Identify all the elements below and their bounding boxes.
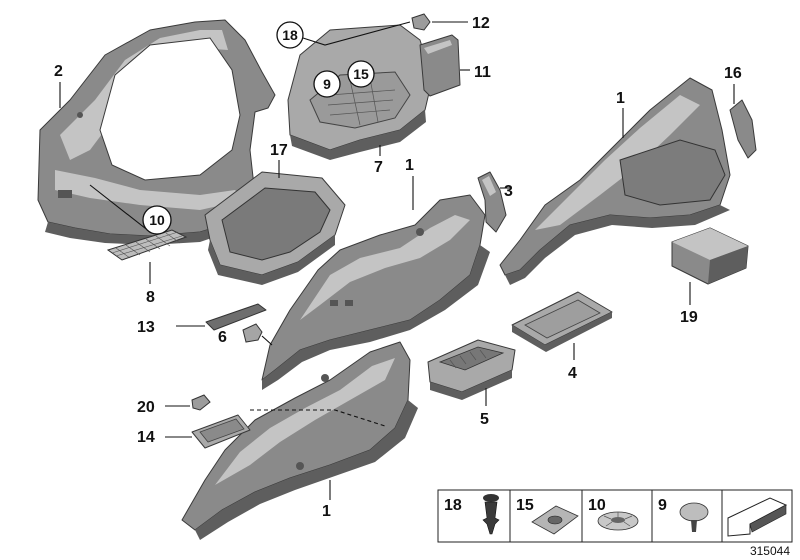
leader-14-dashed: [250, 409, 386, 427]
callout-11: 11: [474, 64, 491, 81]
part-19-block: [671, 227, 749, 285]
cap-clip-icon: [679, 502, 709, 532]
callout-16: 16: [724, 65, 742, 82]
callout-10: 10: [149, 212, 165, 228]
part-5-small-box: [427, 339, 516, 400]
callout-circle-9: [313, 70, 341, 98]
part-7-storage-tray: [287, 24, 433, 160]
callout-20: 20: [137, 399, 155, 416]
callout-1-top: 1: [616, 90, 625, 107]
part-20-small-clip: [191, 394, 211, 411]
diagram-reference-number: 315044: [750, 544, 790, 558]
part-12-clip: [411, 13, 431, 31]
callout-circle-10: [142, 205, 172, 235]
part-1-bottom-trim: [181, 341, 418, 540]
callout-15: 15: [353, 66, 369, 82]
callout-circle-15: [347, 60, 375, 88]
direction-arrow-icon: [727, 497, 788, 537]
part-14-cover-plate: [191, 414, 251, 449]
part-11-pad: [419, 34, 461, 97]
callout-9: 9: [323, 76, 331, 92]
callout-14: 14: [137, 429, 155, 446]
part-1-right-trim: [499, 77, 731, 285]
legend-label-9: 9: [658, 497, 667, 514]
nut-plate-icon: [531, 505, 579, 535]
spring-washer-icon: [597, 511, 639, 531]
part-2-side-trim-panel: [37, 19, 276, 245]
callout-7: 7: [374, 159, 383, 176]
part-3-bracket: [477, 171, 507, 233]
leader-18: [302, 21, 411, 46]
callout-19: 19: [680, 309, 698, 326]
part-17-storage-tub: [204, 171, 346, 285]
callout-circle-18: [276, 21, 304, 49]
callout-6: 6: [218, 329, 227, 346]
part-6-small-clip: [242, 323, 263, 343]
part-8-mesh-grille: [106, 229, 188, 261]
fastener-legend: 18 15 10 9: [437, 489, 793, 543]
callout-4: 4: [568, 365, 577, 382]
callout-13: 13: [137, 319, 155, 336]
legend-label-10: 10: [588, 497, 606, 514]
callout-2: 2: [54, 63, 63, 80]
callout-1-bottom: 1: [322, 503, 331, 520]
part-4-floor-tray: [511, 291, 613, 352]
part-1-center-trim: [261, 194, 490, 390]
leader-6: [261, 335, 273, 346]
part-13-strip: [205, 303, 267, 331]
push-rivet-icon: [482, 494, 500, 535]
callout-3: 3: [504, 183, 513, 200]
callout-5: 5: [480, 411, 489, 428]
callout-17: 17: [270, 142, 288, 159]
part-16-hook: [729, 99, 757, 159]
legend-label-15: 15: [516, 497, 534, 514]
leader-2-to-8: [89, 184, 151, 233]
callout-8: 8: [146, 289, 155, 306]
callout-12: 12: [472, 15, 490, 32]
legend-label-18: 18: [444, 497, 462, 514]
callout-18: 18: [282, 27, 298, 43]
callout-1-middle: 1: [405, 157, 414, 174]
